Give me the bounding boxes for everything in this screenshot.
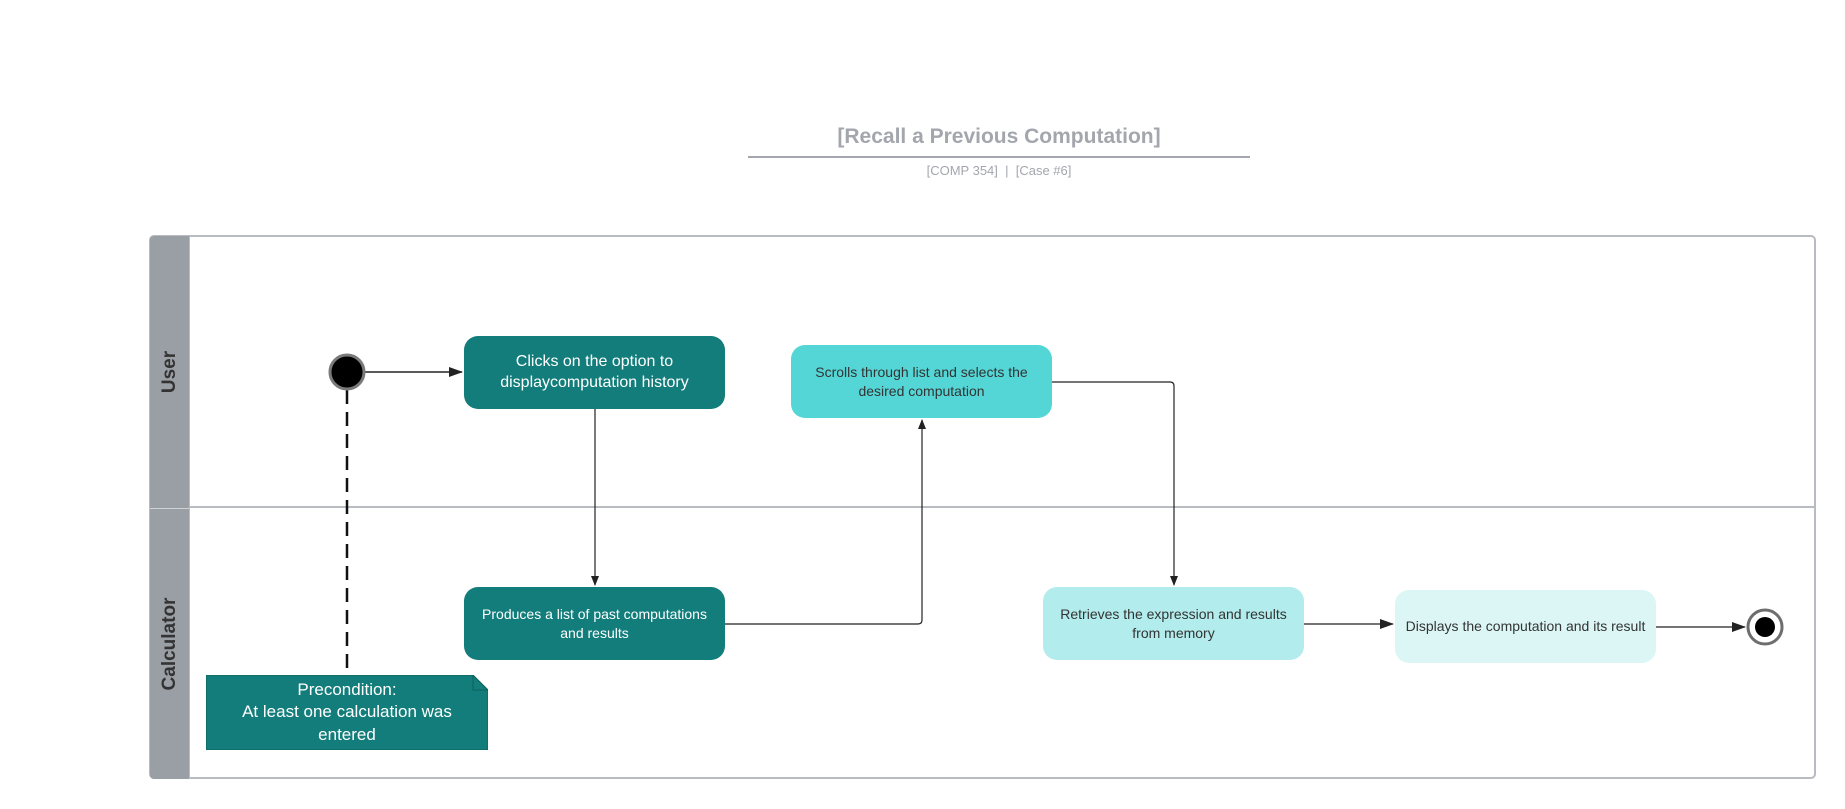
precondition-note-shape	[206, 675, 488, 750]
start-node[interactable]	[328, 353, 366, 391]
precondition-body: At least one calculation was entered	[242, 702, 452, 744]
diagram-title: [Recall a Previous Computation]	[837, 125, 1161, 148]
precondition-note[interactable]: Precondition: At least one calculation w…	[206, 675, 488, 750]
title-underline	[748, 156, 1250, 158]
action-produce-list-text: Produces a list of past computations and…	[482, 606, 707, 641]
action-display-result[interactable]: Displays the computation and its result	[1395, 590, 1656, 663]
action-click-history-option[interactable]: Clicks on the option to displaycomputati…	[464, 336, 725, 409]
action-scroll-select-computation[interactable]: Scrolls through list and selects the des…	[791, 345, 1052, 418]
end-node-inner	[1755, 617, 1775, 637]
action-produce-history-list[interactable]: Produces a list of past computations and…	[464, 587, 725, 660]
lane-divider	[189, 506, 1815, 508]
action-click-history-text: Clicks on the option to displaycomputati…	[500, 352, 689, 391]
lane-header-user[interactable]: User	[150, 236, 189, 508]
action-retrieve-text: Retrieves the expression and results fro…	[1060, 606, 1287, 641]
precondition-heading: Precondition:	[297, 680, 397, 700]
lane-header-calculator[interactable]: Calculator	[150, 508, 189, 779]
precondition-note-text: Precondition: At least one calculation w…	[226, 679, 468, 745]
action-retrieve-from-memory[interactable]: Retrieves the expression and results fro…	[1043, 587, 1304, 660]
flow-produce-to-scroll	[725, 419, 926, 625]
flow-scroll-to-retrieve	[1052, 381, 1178, 586]
action-display-text: Displays the computation and its result	[1405, 618, 1646, 635]
diagram-subtitle: [COMP 354] | [Case #6]	[926, 163, 1072, 178]
action-scroll-select-text: Scrolls through list and selects the des…	[815, 364, 1028, 399]
